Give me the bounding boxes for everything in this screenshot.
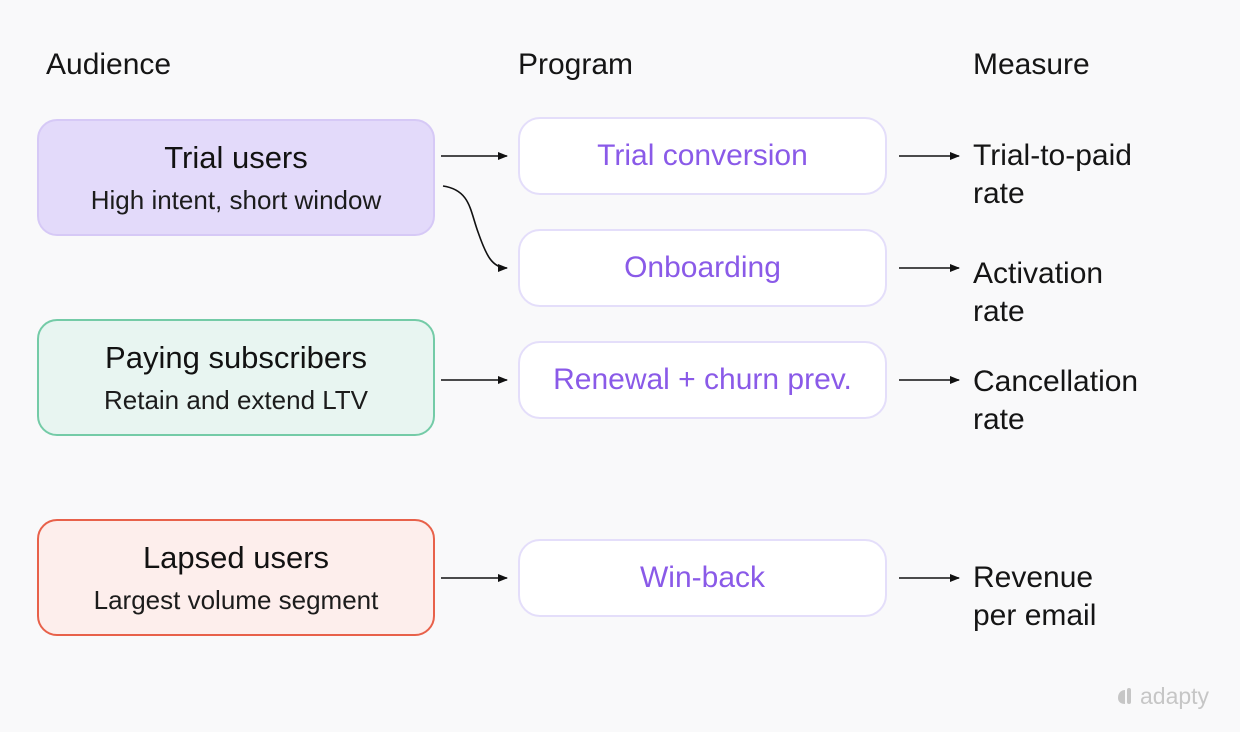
measure-line: per email — [973, 599, 1097, 632]
audience-subtitle: Retain and extend LTV — [103, 384, 369, 415]
audience-subtitle: Largest volume segment — [93, 584, 379, 615]
measure-line: Activation — [973, 257, 1104, 290]
measure-line: rate — [973, 177, 1025, 210]
measure-column-header: Measure — [973, 48, 1090, 81]
arrow-trial-users-to-onboarding — [442, 185, 508, 272]
program-win-back: Win-back — [518, 539, 887, 617]
measure-line: rate — [973, 295, 1025, 328]
adapty-logo-text: adapty — [1140, 683, 1210, 709]
program-column-header: Program — [518, 48, 634, 81]
audience-column-header: Audience — [46, 48, 172, 81]
audience-paying-subscribers-box: Paying subscribers Retain and extend LTV — [37, 319, 435, 436]
measure-line: Cancellation — [973, 365, 1139, 398]
program-renewal-churn-prevention: Renewal + churn prev. — [518, 341, 887, 419]
audience-title: Paying subscribers — [105, 339, 367, 375]
audience-title: Lapsed users — [142, 539, 330, 575]
adapty-logo-icon — [1118, 688, 1131, 704]
measure-activation-rate: Activation rate — [973, 255, 1223, 331]
measure-cancellation-rate: Cancellation rate — [973, 363, 1223, 439]
audience-title: Trial users — [164, 139, 308, 175]
audience-subtitle: High intent, short window — [90, 184, 382, 215]
measure-trial-to-paid-rate: Trial-to-paid rate — [973, 137, 1223, 213]
measure-line: rate — [973, 403, 1025, 436]
program-onboarding: Onboarding — [518, 229, 887, 307]
audience-lapsed-users-box: Lapsed users Largest volume segment — [37, 519, 435, 636]
measure-revenue-per-email: Revenue per email — [973, 559, 1223, 635]
audience-trial-users-box: Trial users High intent, short window — [37, 119, 435, 236]
adapty-logo: adapty — [1116, 682, 1209, 710]
measure-line: Revenue — [973, 561, 1094, 594]
measure-line: Trial-to-paid — [973, 139, 1132, 172]
program-trial-conversion: Trial conversion — [518, 117, 887, 195]
